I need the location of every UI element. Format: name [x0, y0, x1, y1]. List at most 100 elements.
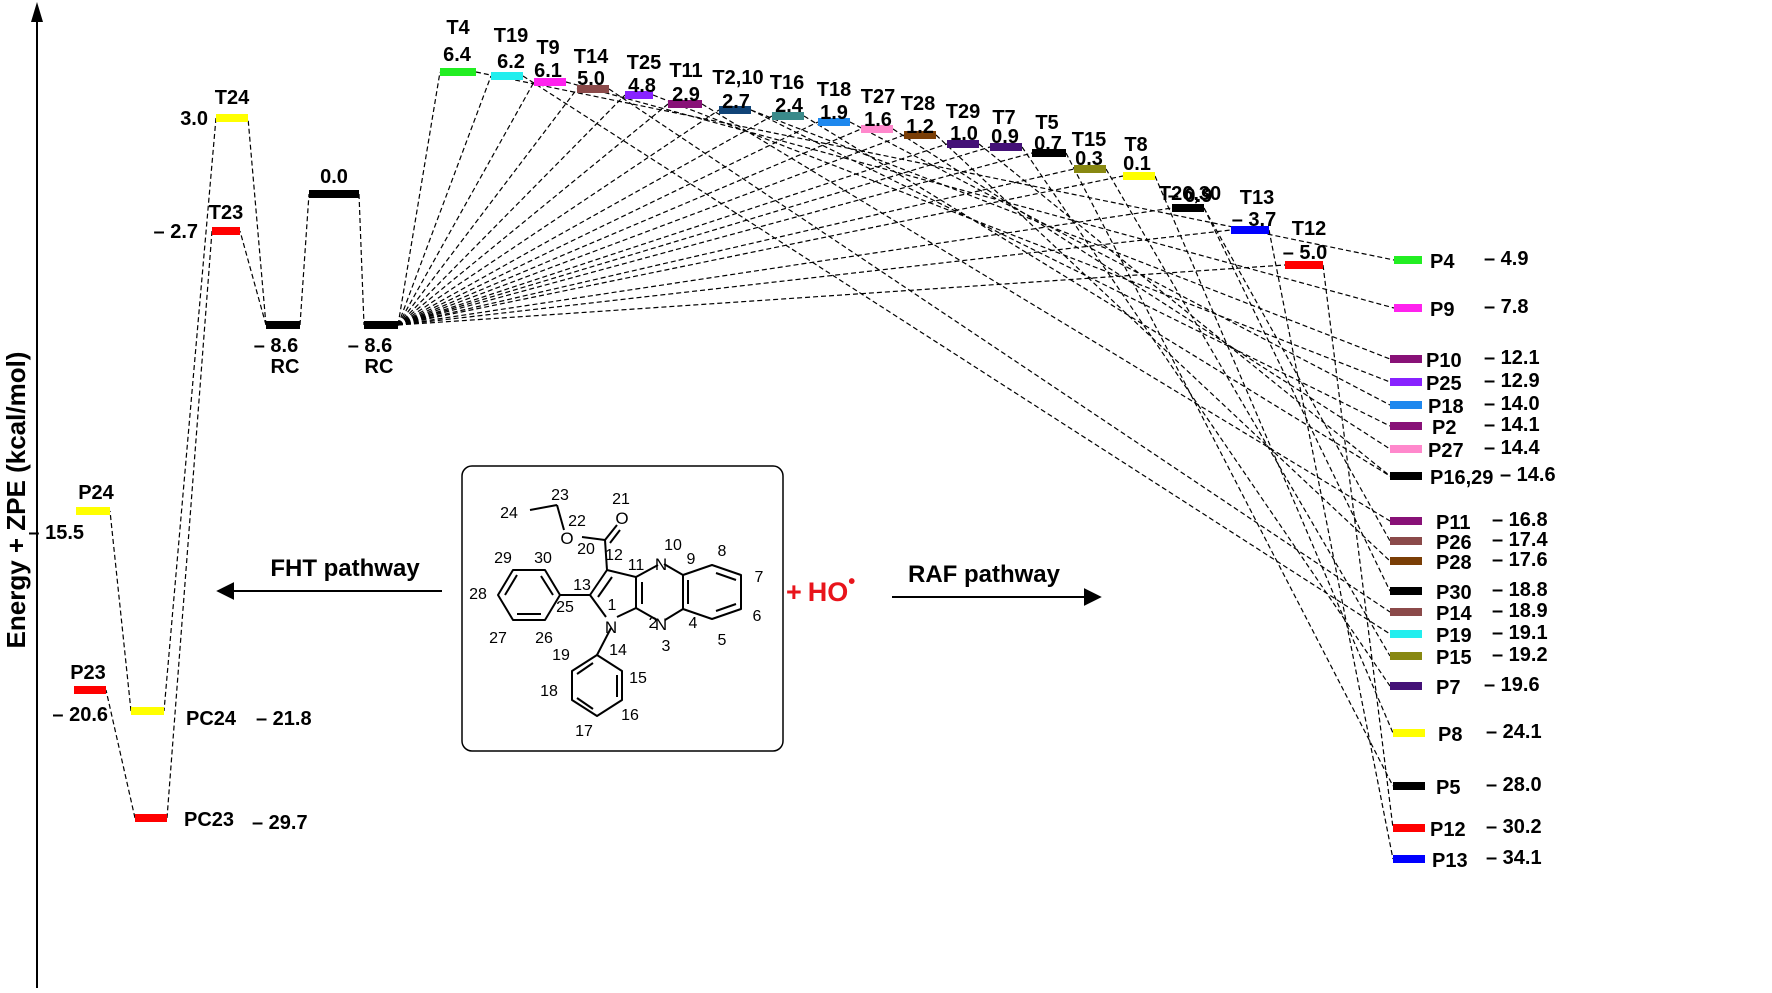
level-name-p26: P26: [1436, 532, 1472, 554]
atom-number-1: 1: [608, 597, 617, 614]
connector-rcR-t13: [397, 229, 1232, 326]
level-name-t23: T23: [209, 202, 243, 224]
connector-t27-p27: [892, 128, 1391, 450]
level-bar-p7: [1390, 682, 1422, 690]
level-bar-r0: [309, 190, 359, 198]
level-bar-p23: [74, 686, 106, 694]
level-name-p18: P18: [1428, 396, 1464, 418]
level-energy-rcL: – 8.6: [254, 335, 298, 357]
level-energy-pc24: – 21.8: [256, 708, 312, 730]
connector-rcR-t18: [397, 121, 819, 326]
level-name-rcL: RC: [271, 356, 300, 378]
level-bar-p4: [1394, 256, 1422, 264]
level-name-p25: P25: [1426, 373, 1462, 395]
level-energy-t27: 1.6: [864, 109, 892, 131]
level-bar-pc23: [135, 814, 167, 822]
connector-rcL-t24: [247, 117, 267, 326]
connector-t25-p25: [652, 94, 1391, 383]
level-energy-rcR: – 8.6: [348, 335, 392, 357]
connector-rcR-t11: [397, 103, 669, 326]
fht-pathway-label: FHT pathway: [270, 555, 420, 582]
atom-number-20: 20: [577, 541, 595, 558]
level-bar-t23: [212, 227, 240, 235]
level-name-t12: T12: [1292, 218, 1326, 240]
level-name-p9: P9: [1430, 299, 1454, 321]
level-energy-p11: – 16.8: [1492, 509, 1548, 531]
level-bar-p14: [1390, 608, 1422, 616]
atom-number-13: 13: [573, 577, 591, 594]
connector-t29-p16_29: [978, 143, 1391, 477]
atom-number-7: 7: [755, 569, 764, 586]
level-energy-p27: – 14.4: [1484, 437, 1540, 459]
level-energy-t12: – 5.0: [1283, 242, 1327, 264]
level-bar-t28: [904, 131, 936, 139]
level-bar-p30: [1390, 587, 1422, 595]
connector-pc24-p24: [109, 510, 132, 712]
connector-t11-p11: [701, 103, 1391, 522]
atom-number-15: 15: [629, 670, 647, 687]
level-energy-t23: – 2.7: [154, 221, 198, 243]
level-bar-t14: [577, 85, 609, 93]
connector-rcR-t4: [397, 71, 441, 326]
level-name-p15: P15: [1436, 647, 1472, 669]
level-energy-t26_30: – 0.9: [1168, 185, 1212, 207]
level-name-t5: T5: [1035, 112, 1058, 134]
atom-label-3: N: [655, 555, 667, 574]
level-bar-p2: [1390, 422, 1422, 430]
level-energy-t8: 0.1: [1123, 153, 1151, 175]
level-energy-p5: – 28.0: [1486, 774, 1542, 796]
level-energy-r0: 0.0: [320, 166, 348, 188]
atom-number-9: 9: [687, 551, 696, 568]
level-energy-p26: – 17.4: [1492, 529, 1548, 551]
atom-number-22: 22: [568, 513, 586, 530]
level-energy-p14: – 18.9: [1492, 600, 1548, 622]
atom-number-19: 19: [552, 647, 570, 664]
level-energy-p23: – 20.6: [52, 704, 108, 726]
level-energy-t29: 1.0: [950, 123, 978, 145]
connector-t14-p14: [608, 88, 1391, 613]
atom-number-27: 27: [489, 630, 507, 647]
connector-t24-pc24: [163, 117, 217, 712]
level-name-t8: T8: [1124, 134, 1147, 156]
connector-rcR-t8: [397, 175, 1124, 326]
connector-rcR-t2_10: [397, 109, 720, 326]
level-energy-p10: – 12.1: [1484, 347, 1540, 369]
atom-number-8: 8: [718, 543, 727, 560]
level-energy-p30: – 18.8: [1492, 579, 1548, 601]
atom-number-17: 17: [575, 723, 593, 740]
level-bar-t15: [1074, 165, 1106, 173]
level-name-p8: P8: [1438, 724, 1462, 746]
level-bar-p16_29: [1390, 472, 1422, 480]
level-name-p23: P23: [70, 662, 106, 684]
level-name-t4: T4: [446, 17, 470, 39]
atom-number-29: 29: [494, 550, 512, 567]
level-bar-p28: [1390, 557, 1422, 565]
level-name-t9: T9: [536, 37, 559, 59]
level-energy-p16_29: – 14.6: [1500, 464, 1556, 486]
atom-number-3: 3: [662, 638, 671, 655]
level-bar-p13: [1393, 855, 1425, 863]
level-name-p10: P10: [1426, 350, 1462, 372]
level-bar-p25: [1390, 378, 1422, 386]
connector-t26_30-p30: [1203, 207, 1391, 592]
level-name-t26_30: T26,30: [1159, 183, 1221, 205]
level-energy-p28: – 17.6: [1492, 549, 1548, 571]
energy-axis-arrow: [31, 2, 43, 22]
atom-number-4: 4: [689, 615, 698, 632]
level-name-p30: P30: [1436, 582, 1472, 604]
level-bar-t16: [772, 112, 804, 120]
level-bar-t13: [1231, 226, 1269, 234]
connector-t23-pc23: [166, 230, 213, 819]
level-bar-t27: [861, 125, 893, 133]
level-name-t16: T16: [770, 72, 804, 94]
connector-rcL-r0: [299, 193, 310, 326]
level-name-p13: P13: [1432, 850, 1468, 872]
level-name-t25: T25: [627, 52, 661, 74]
atom-number-14: 14: [609, 642, 627, 659]
connector-rcR-t16: [397, 115, 773, 326]
level-energy-p12: – 30.2: [1486, 816, 1542, 838]
level-bar-t4: [440, 68, 476, 76]
level-bar-p11: [1390, 517, 1422, 525]
